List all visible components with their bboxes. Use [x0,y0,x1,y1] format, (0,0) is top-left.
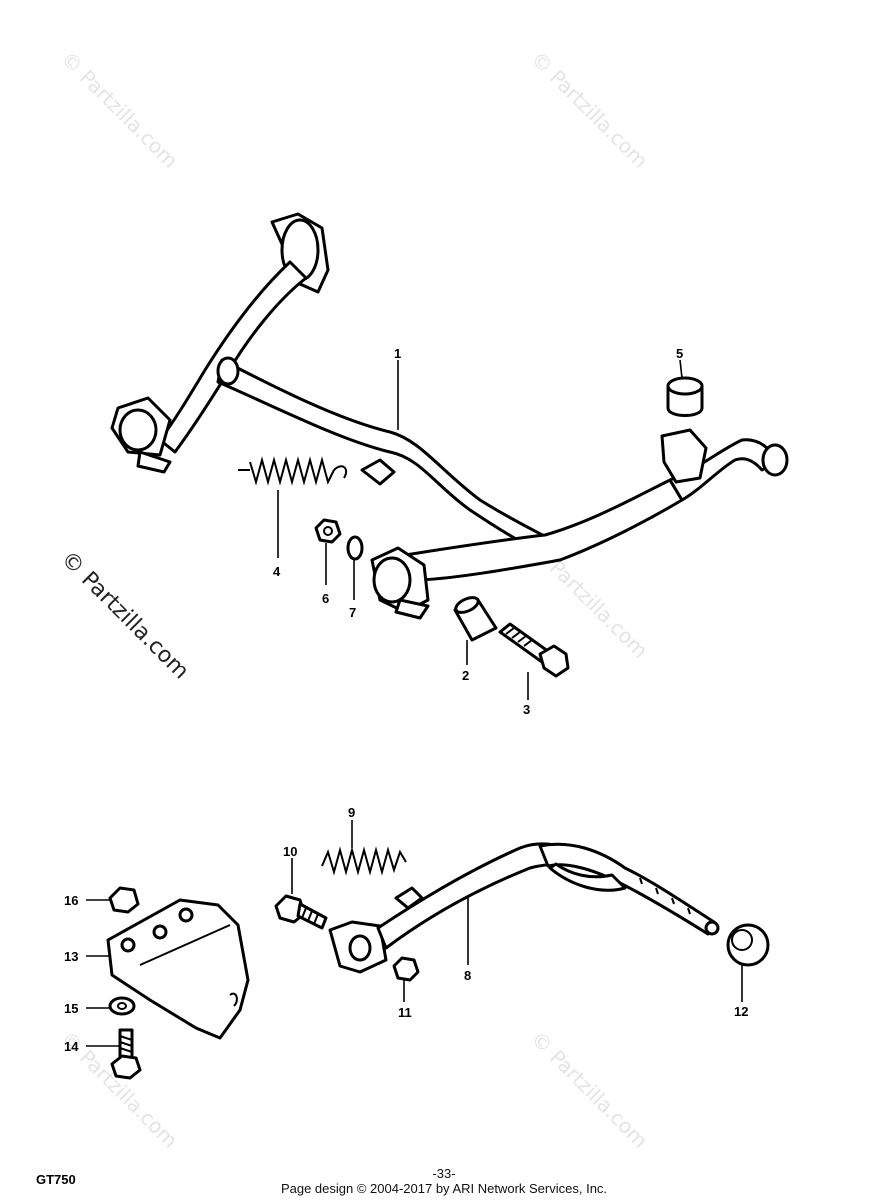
watermark: © Partzilla.com [526,47,652,173]
callout-15: 15 [64,1001,78,1016]
callout-11: 11 [398,1005,412,1020]
part-3-bolt [498,622,570,678]
page-number: -33- [432,1166,455,1181]
callout-6: 6 [322,591,329,606]
copyright-credit: Page design © 2004-2017 by ARI Network S… [281,1181,607,1196]
part-5-stopper [666,376,704,417]
watermark: © Partzilla.com [56,47,182,173]
callout-1: 1 [394,346,401,361]
part-15-washer [108,996,136,1016]
part-14-bolt [110,1028,142,1080]
part-8-side-stand [328,842,720,974]
callout-14: 14 [64,1039,79,1054]
part-13-bracket [106,898,250,1040]
callout-8: 8 [464,968,471,983]
part-4-spring [238,456,348,486]
callout-10: 10 [283,844,297,859]
callout-4: 4 [273,564,281,579]
callout-7: 7 [349,605,356,620]
part-9-spring [321,846,407,876]
watermark: © Partzilla.com [526,1027,652,1153]
model-label: GT750 [36,1172,76,1187]
callout-13: 13 [64,949,78,964]
part-6-nut [314,518,342,544]
part-12-rubber [726,923,770,967]
part-11-nut [392,956,420,982]
callout-16: 16 [64,893,78,908]
callout-5: 5 [676,346,683,361]
callout-3: 3 [523,702,530,717]
part-7-washer [346,535,364,561]
watermark: © Partzilla.com [56,547,194,685]
callout-9: 9 [348,805,355,820]
part-10-bolt [274,894,328,930]
callout-12: 12 [734,1004,748,1019]
part-16-nut [108,886,140,914]
center-stand-assembly [110,212,789,620]
callout-2: 2 [462,668,469,683]
part-2-bushing [453,596,498,642]
